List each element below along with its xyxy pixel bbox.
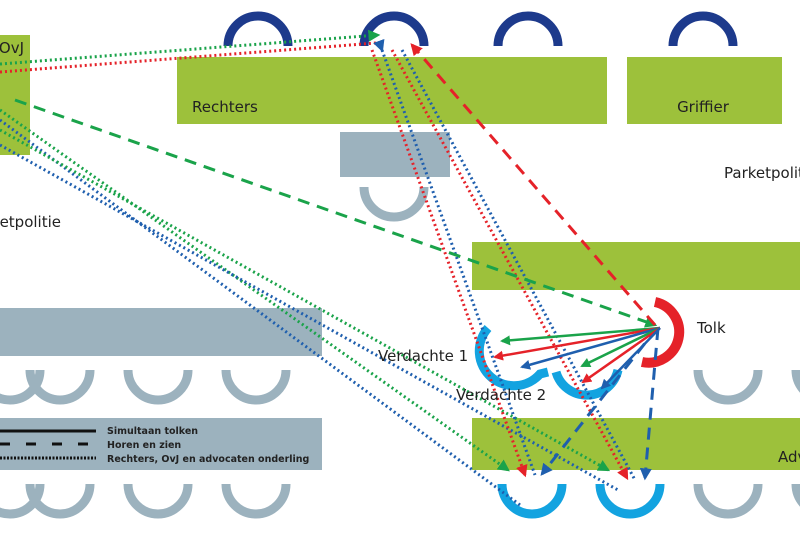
- seat: [123, 369, 193, 405]
- seat: [791, 483, 800, 507]
- griffier-table: [627, 57, 782, 124]
- verdachte1-label: Verdachte 1: [378, 347, 468, 365]
- verdachten-table: [472, 242, 800, 290]
- seat: [693, 369, 763, 405]
- seat: [123, 483, 193, 519]
- public-bench-1: [0, 308, 322, 356]
- tables: [0, 35, 800, 470]
- advocaten-label: Advocaten: [778, 448, 800, 466]
- seat: [25, 369, 95, 405]
- legend: Simultaan tolken Horen en zien Rechters,…: [0, 426, 309, 465]
- judge-seat: [359, 11, 429, 47]
- advocaat-seat: [497, 483, 567, 519]
- advocaten-table: [472, 418, 800, 470]
- legend-label: Rechters, OvJ en advocaten onderling: [107, 454, 309, 465]
- seats: [0, 11, 800, 519]
- legend-label: Horen en zien: [107, 440, 181, 451]
- tolk-seat: [640, 297, 685, 368]
- seat: [791, 369, 800, 393]
- judge-seat: [223, 11, 293, 47]
- seat: [221, 369, 291, 405]
- verdachte2-label: Verdachte 2: [456, 386, 546, 404]
- parketpolitie-right-label: Parketpolitie: [724, 164, 800, 182]
- advocaat-seat: [595, 483, 665, 519]
- griffier-seat: [668, 11, 738, 47]
- solid-lines: [493, 326, 661, 390]
- griffier-label: Griffier: [677, 98, 730, 116]
- small-gray-table: [340, 132, 450, 177]
- dotted-lines: [0, 29, 637, 507]
- seat: [693, 483, 763, 519]
- legend-label: Simultaan tolken: [107, 426, 198, 437]
- seat: [221, 483, 291, 519]
- seat: [25, 483, 95, 519]
- verdachte1-seat: [474, 325, 550, 391]
- rechters-label: Rechters: [192, 98, 258, 116]
- tolk-label: Tolk: [696, 319, 726, 337]
- seat: [359, 186, 429, 222]
- ovj-label: OvJ: [0, 39, 24, 57]
- parketpolitie-left-label: Parketpolitie: [0, 213, 61, 231]
- rechters-table: [177, 57, 607, 124]
- ovj-table: [0, 35, 30, 155]
- judge-seat: [493, 11, 563, 47]
